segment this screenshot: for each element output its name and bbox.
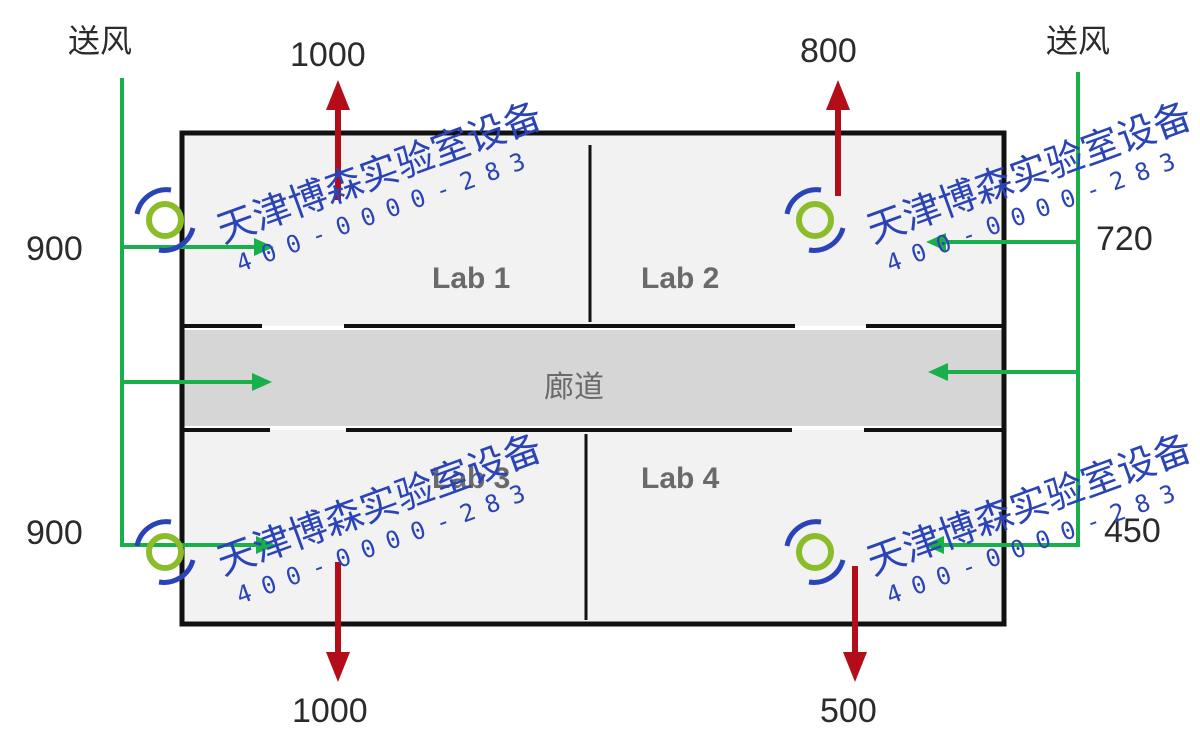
watermark-logo-3 <box>134 519 196 585</box>
exhaust-arrowhead-lab3 <box>326 652 350 682</box>
watermark-logo-4 <box>784 519 846 585</box>
supply-label-right: 送风 <box>1046 22 1111 60</box>
room-label-lab2: Lab 2 <box>641 262 720 295</box>
lab2-area <box>590 136 1002 326</box>
supply-value-lab2: 720 <box>1096 220 1153 258</box>
supply-duct-right-main <box>940 72 1080 547</box>
supply-arrowhead-lab1 <box>254 238 274 256</box>
exhaust-arrowhead-lab1 <box>326 80 350 110</box>
room-label-lab4: Lab 4 <box>641 462 720 495</box>
supply-ducts <box>120 72 1080 547</box>
exhaust-value-lab2: 800 <box>800 32 857 70</box>
supply-arrowhead-lab2 <box>926 233 946 251</box>
supply-arrowhead-lab4 <box>924 536 944 554</box>
lab1-area <box>184 136 590 326</box>
exhaust-arrowheads <box>326 80 867 682</box>
lab4-area <box>586 430 1002 622</box>
exhaust-value-lab1: 1000 <box>290 36 366 74</box>
exhaust-arrowhead-lab4 <box>843 652 867 682</box>
room-label-lab3: Lab 3 <box>432 462 511 495</box>
supply-arrowhead-corridor-right <box>928 363 948 381</box>
supply-value-lab3: 900 <box>26 514 83 552</box>
exhaust-arrowhead-lab2 <box>826 80 850 110</box>
supply-arrowheads <box>252 233 948 554</box>
supply-arrowhead-lab3 <box>256 536 276 554</box>
corridor-label: 廊道 <box>544 370 604 405</box>
outer-wall <box>179 130 1007 627</box>
watermark-logo-1 <box>134 187 196 253</box>
lab3-area <box>184 430 586 622</box>
room-label-lab1: Lab 1 <box>432 262 511 295</box>
supply-arrowhead-corridor-left <box>252 373 272 391</box>
corridor-area <box>184 330 1002 426</box>
watermark-logo-2 <box>784 187 846 253</box>
supply-value-lab4: 450 <box>1104 512 1161 550</box>
exhaust-arrows <box>335 104 858 658</box>
exhaust-value-lab3: 1000 <box>292 692 368 730</box>
supply-duct-left-main <box>120 78 260 547</box>
supply-value-lab1: 900 <box>26 230 83 268</box>
exhaust-value-lab4: 500 <box>820 692 877 730</box>
supply-label-left: 送风 <box>68 22 133 60</box>
